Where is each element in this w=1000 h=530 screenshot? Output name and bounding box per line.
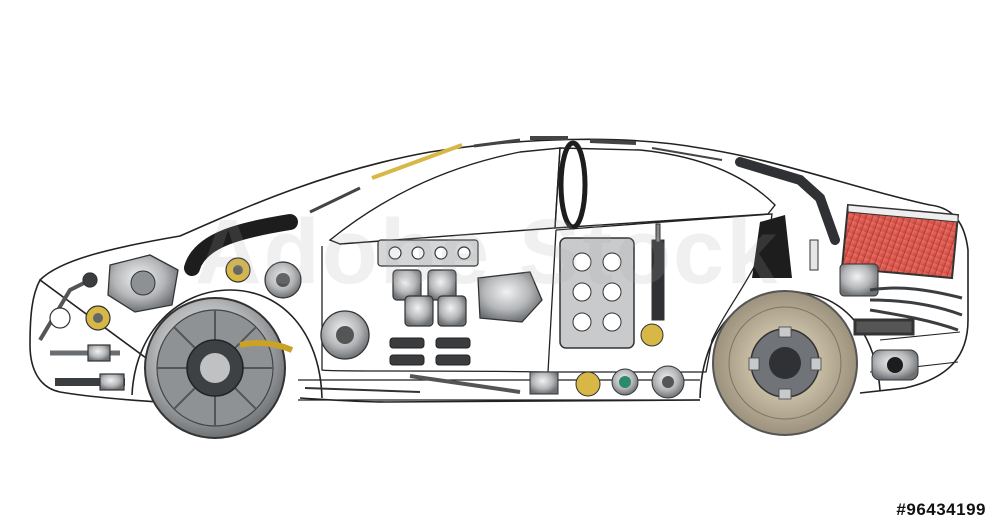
water-pump bbox=[107, 254, 179, 313]
exhaust-manifold bbox=[477, 271, 543, 323]
shock-absorber bbox=[651, 223, 665, 321]
brake-pads bbox=[389, 337, 471, 366]
tie-rod-ends bbox=[38, 272, 125, 391]
front-wheel-arch bbox=[131, 289, 323, 399]
car-body-outline bbox=[29, 138, 969, 406]
stock-id-label: #96434199 bbox=[896, 500, 986, 519]
bushing bbox=[871, 349, 919, 381]
clutch-pressure-plate bbox=[144, 297, 294, 439]
fan-clutch bbox=[320, 310, 370, 360]
control-arm bbox=[735, 157, 840, 245]
clutch-disc bbox=[712, 290, 858, 436]
rear-window-outline bbox=[554, 147, 776, 229]
air-filter bbox=[840, 203, 960, 280]
pistons bbox=[392, 269, 467, 327]
spark-plug bbox=[809, 239, 819, 271]
ignition-wires bbox=[853, 286, 963, 336]
cylinder-head-gasket bbox=[559, 237, 635, 349]
gasket-set bbox=[377, 239, 479, 267]
idler-pulley bbox=[85, 257, 251, 331]
wheel-hub bbox=[264, 261, 302, 299]
cv-boot bbox=[752, 215, 792, 278]
radiator-hose bbox=[184, 214, 298, 276]
timing-belt bbox=[558, 140, 588, 230]
engine-piston-rear bbox=[839, 263, 879, 297]
sill-parts bbox=[304, 365, 685, 399]
door-line-front bbox=[321, 229, 557, 373]
thermostat bbox=[640, 323, 664, 347]
roof-linkages bbox=[309, 136, 723, 214]
front-window-outline bbox=[328, 147, 561, 245]
